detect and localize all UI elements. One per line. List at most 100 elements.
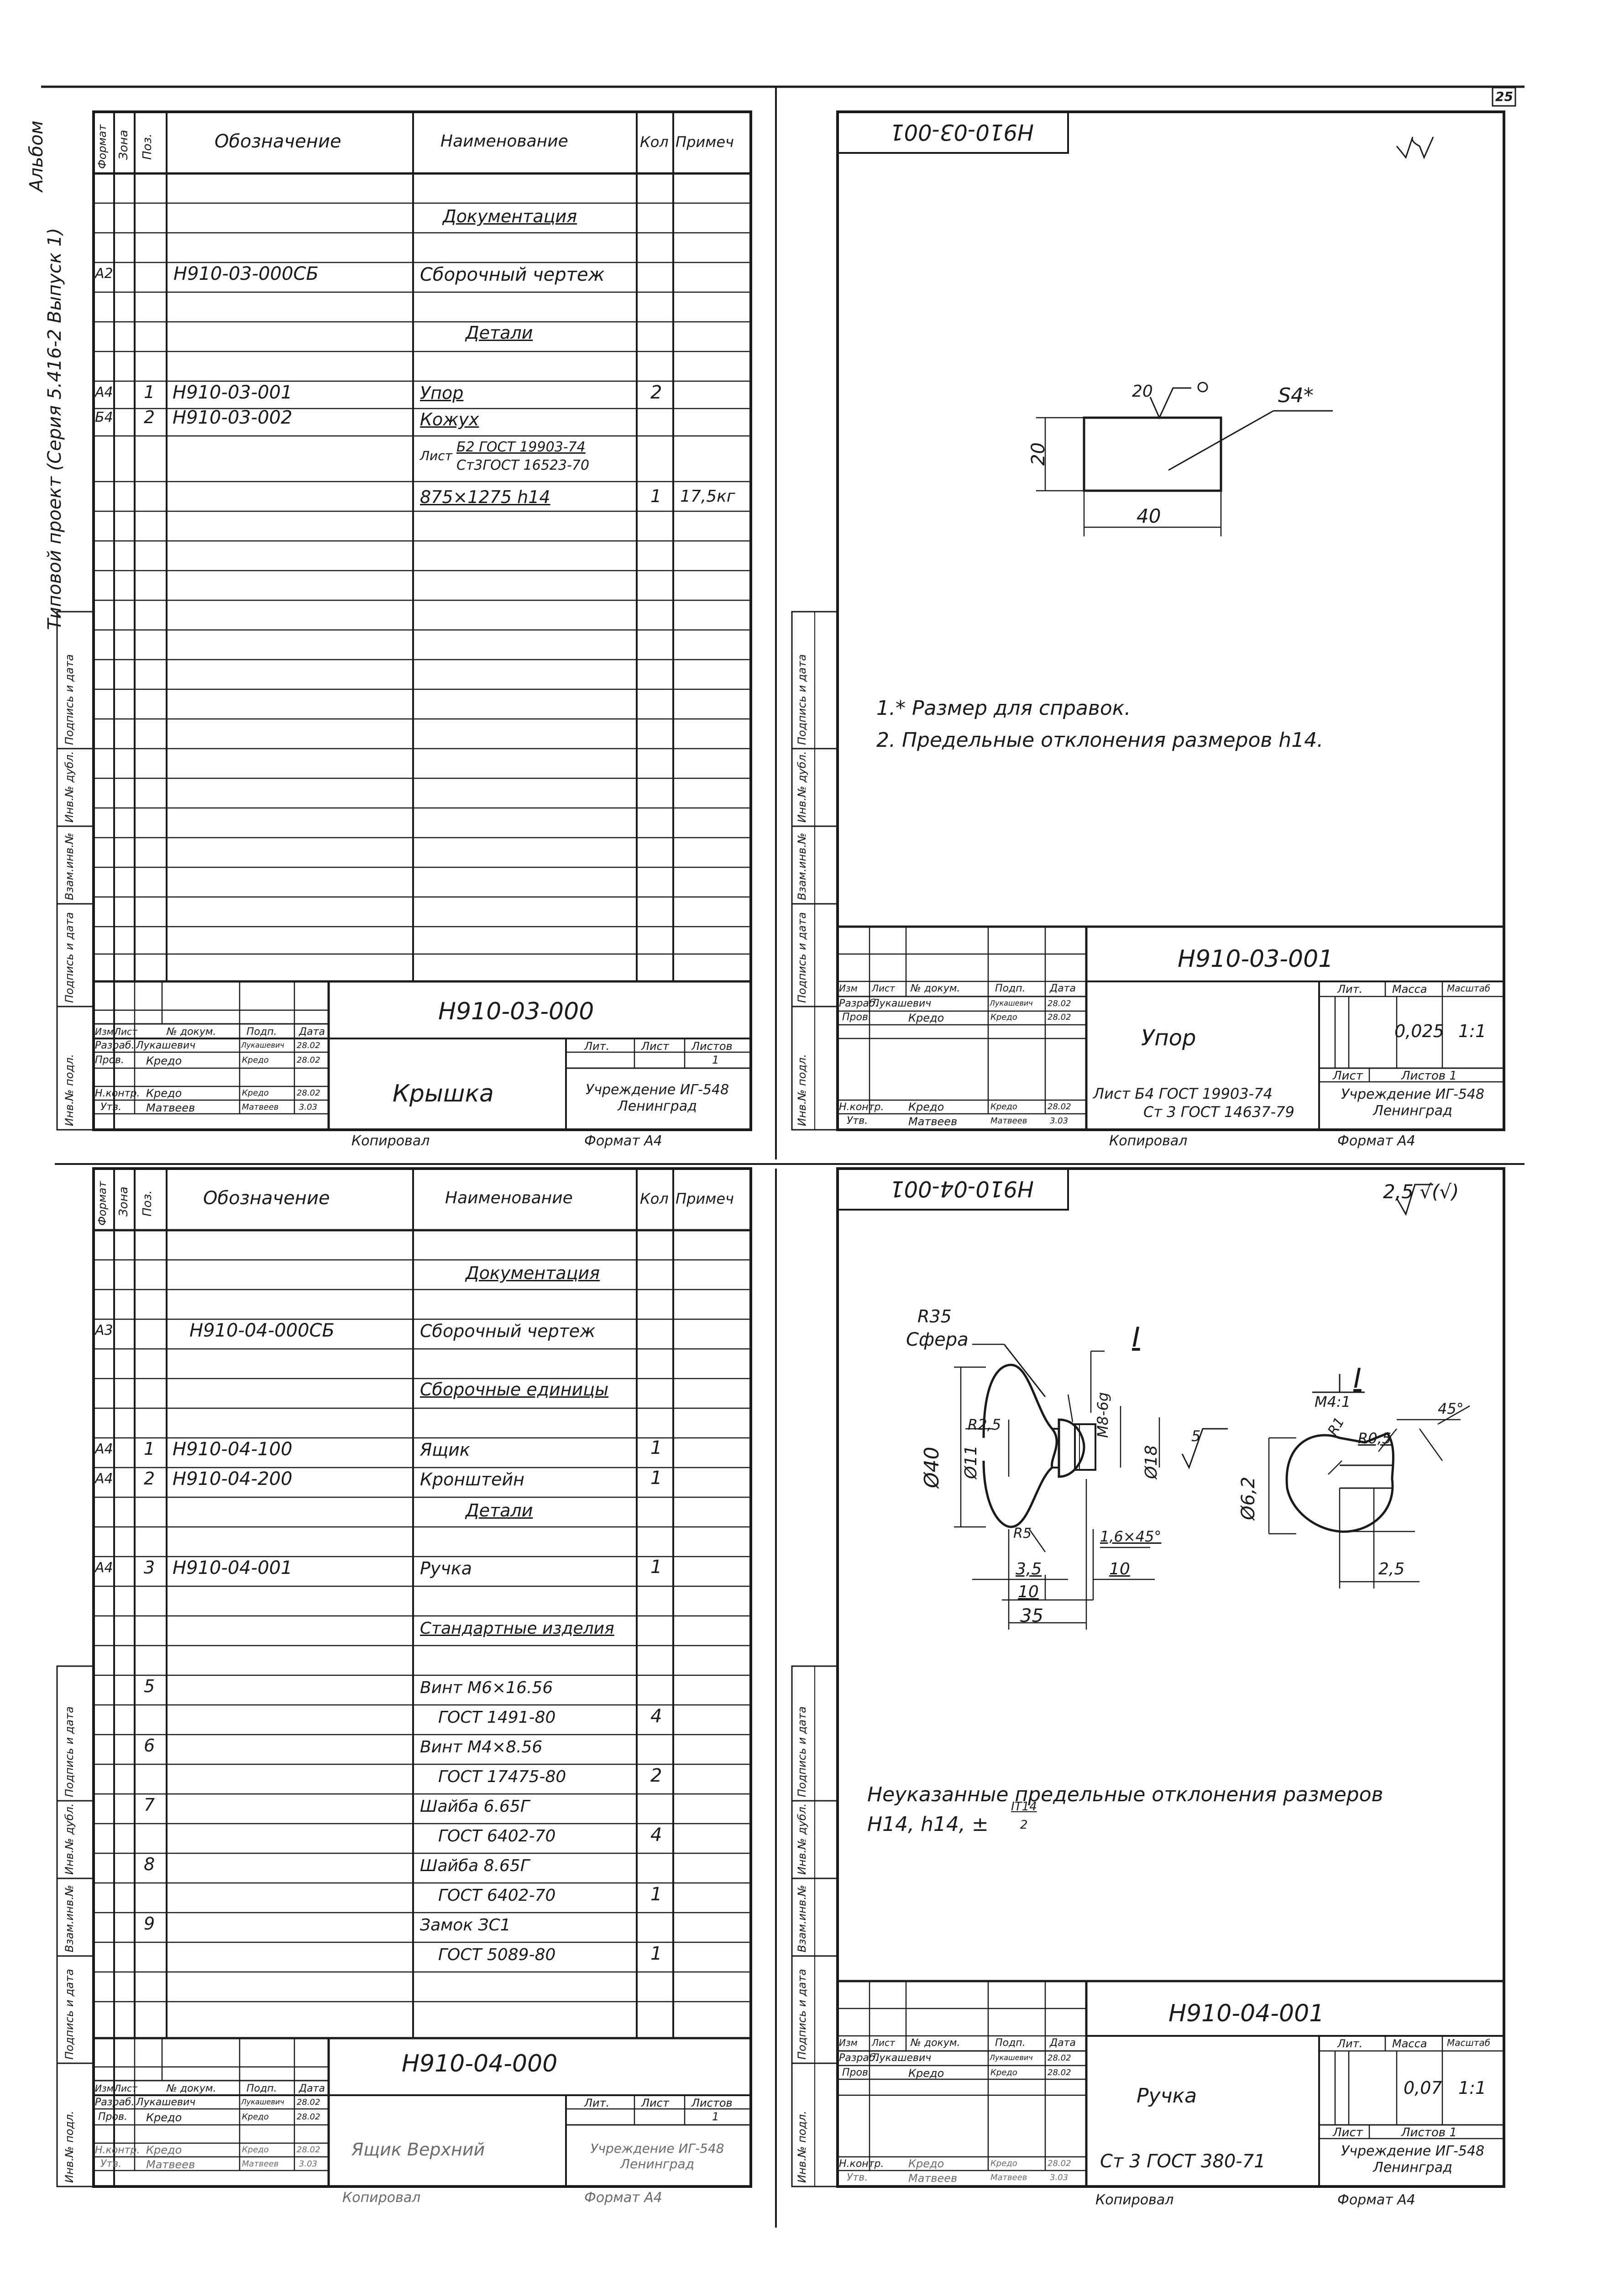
margin-label: Инв.№ дубл. [796,751,808,823]
drawing1-stamp-sheet: Лист [1333,1069,1363,1083]
spec2-gost-9: ГОСТ 5089-80 [438,1945,556,1964]
spec1-col-list: Лист [114,1026,137,1037]
drawing1-dim-s4: S4* [1278,384,1314,407]
spec2-des-3: Н910-04-001 [173,1557,293,1578]
spec1-des-2: Н910-03-002 [173,407,293,428]
spec2-qty-8: 1 [650,1884,662,1905]
drawing1-note-2: 2. Предельные отклонения размеров h14. [876,729,1324,752]
spec2-pos-1: 1 [144,1439,155,1459]
spec2-gost-7: ГОСТ 6402-70 [438,1827,556,1846]
spec2-person-2: Кредо [146,2144,182,2156]
margin-label: Взам.инв.№ [63,1885,76,1952]
drawing1-stamp-code: Н910-03-001 [1178,945,1334,973]
drawing1-col-sign: Подп. [995,983,1026,994]
drawing1-role-3: Утв. [847,1115,868,1127]
spec2-qty-3: 1 [650,1557,662,1578]
spec1-role-0: Разраб. [95,1040,135,1051]
spec2-col-list: Лист [114,2083,137,2094]
drawing1-stamp-scale-value: 1:1 [1458,1021,1487,1041]
margin-label: Инв.№ подл. [796,2111,808,2183]
album-label: Альбом [26,121,47,192]
spec2-role-2: Н.контр. [95,2145,140,2156]
drawing2-col-sign: Подп. [995,2037,1026,2049]
spec2-pos-2: 2 [144,1468,155,1489]
drawing2-role-0: Разраб. [839,2052,879,2064]
drawing1-dim-20-top: 20 [1132,382,1153,401]
drawing2-date-1: 28.02 [1048,2068,1071,2077]
margin-label: Подпись и дата [63,654,76,745]
spec1-size: 875×1275 h14 [420,487,550,507]
spec2-name-6: Винт М4×8.56 [420,1738,543,1757]
drawing1-person-3: Матвеев [908,1115,958,1128]
spec2-hdr-pos: Поз. [141,1190,154,1217]
spec1-note-mass: 17,5кг [680,487,735,506]
spec2-stamp-org: Учреждение ИГ-548 Ленинград [590,2141,724,2171]
spec1-date-1: 28.02 [297,1055,320,1065]
spec2-role-1: Пров. [98,2111,127,2123]
spec2-sign-1: Кредо [242,2112,269,2122]
drawing2-person-2: Кредо [908,2157,944,2170]
drawing2-stamp-sheets: Листов 1 [1401,2126,1457,2139]
drawing1-date-0: 28.02 [1048,999,1071,1008]
spec1-stamp-sheets-value: 1 [712,1054,719,1066]
drawing1-format: Формат А4 [1337,1133,1415,1149]
drawing2-d35b: 35 [1020,1605,1043,1626]
spec1-sheet-gost: Б2 ГОСТ 19903-74 [456,439,586,455]
drawing2-stamp-sheet: Лист [1333,2126,1363,2139]
drawing1-sign-2: Кредо [990,1102,1017,1112]
drawing1-stamp-material-b: Ст 3 ГОСТ 14637-79 [1143,1103,1294,1121]
spec2-col-date: Дата [299,2083,325,2094]
drawing1-col-list: Лист [872,983,895,994]
drawing2-sphere: Сфера [906,1329,969,1350]
spec2-hdr-zone: Зона [117,1186,131,1217]
spec1-name-1: Упор [420,383,464,403]
spec2-name-1: Ящик [420,1440,470,1460]
drawing2-col-list: Лист [872,2037,895,2048]
spec1-col-date: Дата [299,1026,325,1038]
margin-label: Взам.инв.№ [796,1885,808,1952]
margin-label: Инв.№ подл. [796,1054,808,1126]
drawing2-stamp-lit: Лит. [1337,2037,1363,2050]
spec2-des-2: Н910-04-200 [173,1468,293,1489]
spec2-date-3: 3.03 [299,2159,318,2169]
drawing2-r5: R5 [1013,1526,1032,1542]
spec1-hdr-designation: Обозначение [215,131,341,152]
spec1-section-parts: Детали [466,323,533,343]
spec2-qty-2: 1 [650,1468,662,1489]
spec2-stamp-sheets: Листов [692,2097,733,2109]
spec1-hdr-name: Наименование [440,132,568,151]
margin-label: Подпись и дата [796,654,808,745]
margin-label: Подпись и дата [63,912,76,1003]
spec2-fmt-a3: А3 [95,1322,113,1338]
spec2-qty-7: 4 [650,1825,662,1846]
drawing2-note-1: Неуказанные предельные отклонения размер… [867,1783,1383,1806]
spec2-hdr-note: Примеч [676,1190,734,1207]
spec2-pos-3: 3 [144,1557,155,1578]
drawing1-stamp-scale: Масштаб [1447,983,1491,994]
drawing1-dim-40: 40 [1137,505,1161,527]
drawing2-d35: 3,5 [1016,1560,1042,1578]
drawing1-date-2: 28.02 [1048,1102,1071,1112]
drawing1-roughness: ∀(√) [1406,132,1452,154]
spec2-section-units: Сборочные единицы [420,1379,609,1400]
spec2-col-sign: Подп. [246,2083,277,2094]
margin-label: Подпись и дата [63,1969,76,2060]
spec1-role-3: Утв. [100,1101,122,1113]
margin-label: Взам.инв.№ [796,833,808,900]
margin-label: Подпись и дата [796,1706,808,1797]
drawing2-format: Формат А4 [1337,2192,1415,2208]
page-number: 25 [1495,89,1513,104]
drawing2-stamp-scale: Масштаб [1447,2037,1491,2048]
spec1-des-1: Н910-03-001 [173,382,293,403]
spec2-hdr-format: Формат [96,1181,109,1226]
drawing2-mirror-code: Н910-04-001 [890,1176,1034,1201]
spec1-stamp-sheets: Листов [692,1040,733,1053]
drawing1-copied: Копировал [1109,1133,1188,1149]
spec2-pos-7: 7 [144,1795,155,1815]
spec1-fmt-a2: А2 [95,266,113,282]
drawing1-sign-1: Кредо [990,1012,1017,1022]
spec2-qty-5: 4 [650,1706,662,1727]
spec2-date-2: 28.02 [297,2145,320,2155]
margin-label: Подпись и дата [796,1969,808,2060]
drawing2-col-date: Дата [1050,2037,1076,2049]
